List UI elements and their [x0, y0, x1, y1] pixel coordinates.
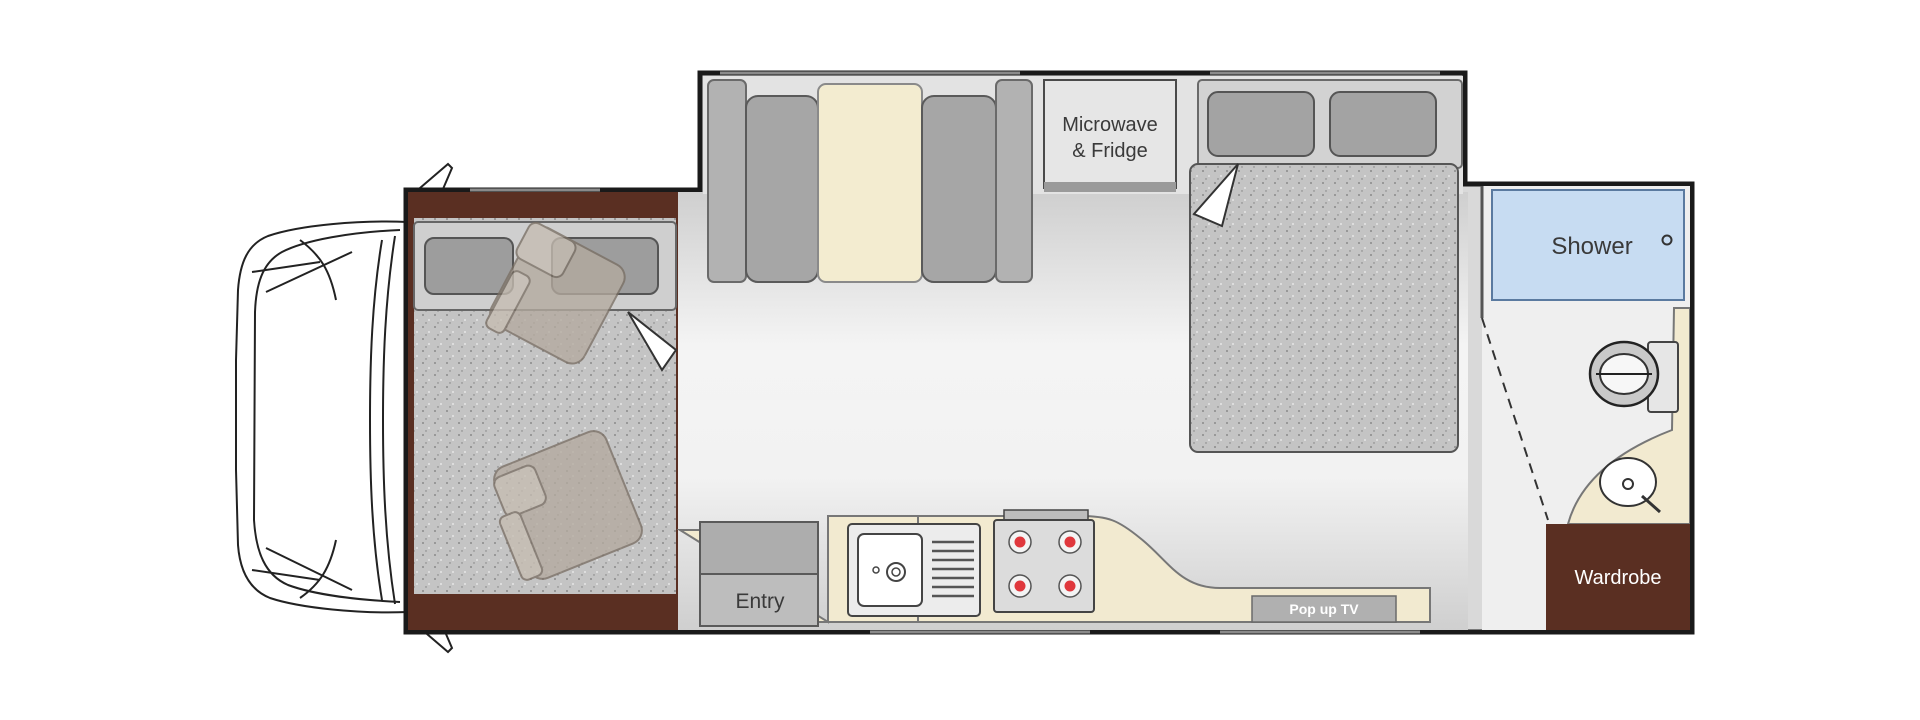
cooktop-icon [993, 509, 1095, 613]
entry-step-lower [699, 573, 819, 627]
dinette-table [817, 83, 923, 283]
shower-label: Shower [1551, 233, 1632, 260]
basin-icon [1599, 457, 1661, 514]
dinette-bench-right [921, 95, 997, 283]
shower-drain-icon [1661, 234, 1673, 246]
wardrobe-label: Wardrobe [1574, 567, 1661, 589]
dinette-bench-left [745, 95, 819, 283]
wardrobe [1546, 524, 1690, 632]
window-marks [470, 71, 1440, 634]
passenger-seat [493, 430, 643, 581]
microwave-fridge-unit [1043, 79, 1177, 189]
cab-cushion-left [424, 237, 514, 295]
entry-step-upper [699, 521, 819, 575]
toilet-icon [1588, 340, 1679, 413]
microwave-fridge-front [1044, 182, 1176, 192]
dinette-bench-right-back [995, 79, 1033, 283]
popup-tv-label: Pop up TV [1289, 601, 1359, 617]
bed-marker [1192, 163, 1239, 228]
shower-tray [1491, 189, 1685, 301]
bathroom-door-swing [1481, 317, 1549, 521]
sink-icon [847, 523, 981, 617]
bed-mattress [1189, 163, 1459, 453]
microwave-label-line1: Microwave [1062, 114, 1158, 136]
microwave-label-line2: & Fridge [1072, 140, 1148, 162]
bed-pillow-left [1207, 91, 1315, 157]
cab-door-marker [627, 311, 678, 372]
body-outline-stroke [404, 71, 1694, 634]
bed-pillow-right [1329, 91, 1437, 157]
dinette-bench-left-back [707, 79, 747, 283]
entry-label: Entry [735, 590, 785, 613]
driver-seat [485, 221, 626, 365]
popup-tv [1251, 595, 1397, 623]
cab-outline [235, 220, 409, 614]
